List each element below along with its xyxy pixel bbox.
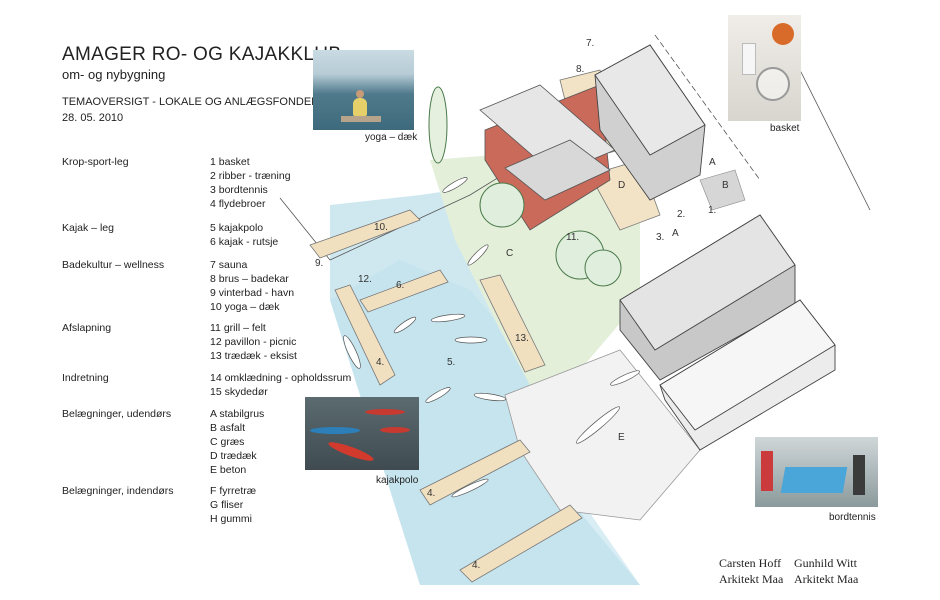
legend-category: Krop-sport-leg	[62, 156, 129, 168]
bordtennis-photo	[755, 437, 878, 507]
legend-item: A stabilgrus	[210, 408, 265, 420]
legend-category: Belægninger, udendørs	[62, 408, 172, 420]
tree	[584, 249, 622, 287]
legend-item: 15 skydedør	[210, 386, 268, 398]
plan-label: D	[618, 180, 626, 191]
legend-item: 5 kajakpolo	[210, 222, 264, 234]
legend-category: Afslapning	[62, 322, 112, 334]
legend-item: C græs	[210, 436, 245, 448]
legend-item: 11 grill – felt	[210, 322, 266, 334]
legend-item: 4 flydebroer	[210, 198, 266, 210]
project-subtitle: om- og nybygning	[62, 67, 166, 82]
tree	[479, 182, 525, 228]
basket-caption: basket	[770, 123, 800, 134]
plan-label: 4.	[427, 488, 436, 499]
kajakpolo-caption: kajakpolo	[376, 475, 419, 486]
plan-label: 4.	[472, 560, 481, 571]
plan-label: 8.	[576, 64, 585, 75]
legend-item: G fliser	[210, 499, 244, 511]
date-label: 28. 05. 2010	[62, 112, 124, 124]
architect-1-role: Arkitekt Maa	[719, 572, 784, 586]
basket-photo	[728, 15, 801, 121]
legend-item: F fyrretræ	[210, 485, 257, 497]
architect-1-name: Carsten Hoff	[719, 556, 782, 570]
plan-label: 9.	[315, 258, 324, 269]
plan-label: 11.	[566, 232, 580, 243]
legend-item: 10 yoga – dæk	[210, 301, 280, 313]
legend-item: 9 vinterbad - havn	[210, 287, 295, 299]
legend-item: 13 trædæk - eksist	[210, 350, 297, 362]
yoga-caption: yoga – dæk	[365, 132, 418, 143]
legend-item: 6 kajak - rutsje	[210, 236, 279, 248]
plan-label: 4.	[376, 357, 385, 368]
legend-item: 1 basket	[210, 156, 250, 168]
legend-item: D trædæk	[210, 450, 257, 462]
plan-label: A	[672, 228, 679, 239]
legend-category: Belægninger, indendørs	[62, 485, 174, 497]
legend-item: B asfalt	[210, 422, 246, 434]
plan-label: 13.	[515, 333, 529, 344]
architect-2-name: Gunhild Witt	[794, 556, 857, 570]
plan-label: 12.	[358, 274, 372, 285]
legend-item: 2 ribber - træning	[210, 170, 291, 182]
project-title: AMAGER RO- OG KAJAKKLUB	[62, 44, 342, 65]
legend-item: E beton	[210, 464, 247, 476]
plan-label: 7.	[586, 38, 595, 49]
theme-heading: TEMAOVERSIGT - LOKALE OG ANLÆGSFONDEN	[62, 96, 320, 108]
legend-item: 7 sauna	[210, 259, 248, 271]
architect-2-role: Arkitekt Maa	[794, 572, 859, 586]
yoga-photo	[313, 50, 414, 130]
legend-item: 14 omklædning - opholdssrum	[210, 372, 352, 384]
kajakpolo-photo	[305, 397, 419, 470]
bordtennis-caption: bordtennis	[829, 512, 876, 523]
legend-item: H gummi	[210, 513, 253, 525]
plan-label: 1.	[708, 205, 717, 216]
plan-label: E	[618, 432, 625, 443]
plan-label: A	[709, 157, 716, 168]
legend-category: Indretning	[62, 372, 109, 384]
plan-label: 3.	[656, 232, 665, 243]
plan-label: 6.	[396, 280, 405, 291]
plan-label: B	[722, 180, 729, 191]
poplar-tree	[428, 86, 448, 164]
plan-label: 2.	[677, 209, 686, 220]
legend-category: Badekultur – wellness	[62, 259, 165, 271]
legend-item: 12 pavillon - picnic	[210, 336, 297, 348]
legend-item: 3 bordtennis	[210, 184, 268, 196]
plan-label: C	[506, 248, 514, 259]
legend-category: Kajak – leg	[62, 222, 114, 234]
legend-item: 8 brus – badekar	[210, 273, 289, 285]
plan-label: 10.	[374, 222, 388, 233]
plan-label: 5.	[447, 357, 456, 368]
